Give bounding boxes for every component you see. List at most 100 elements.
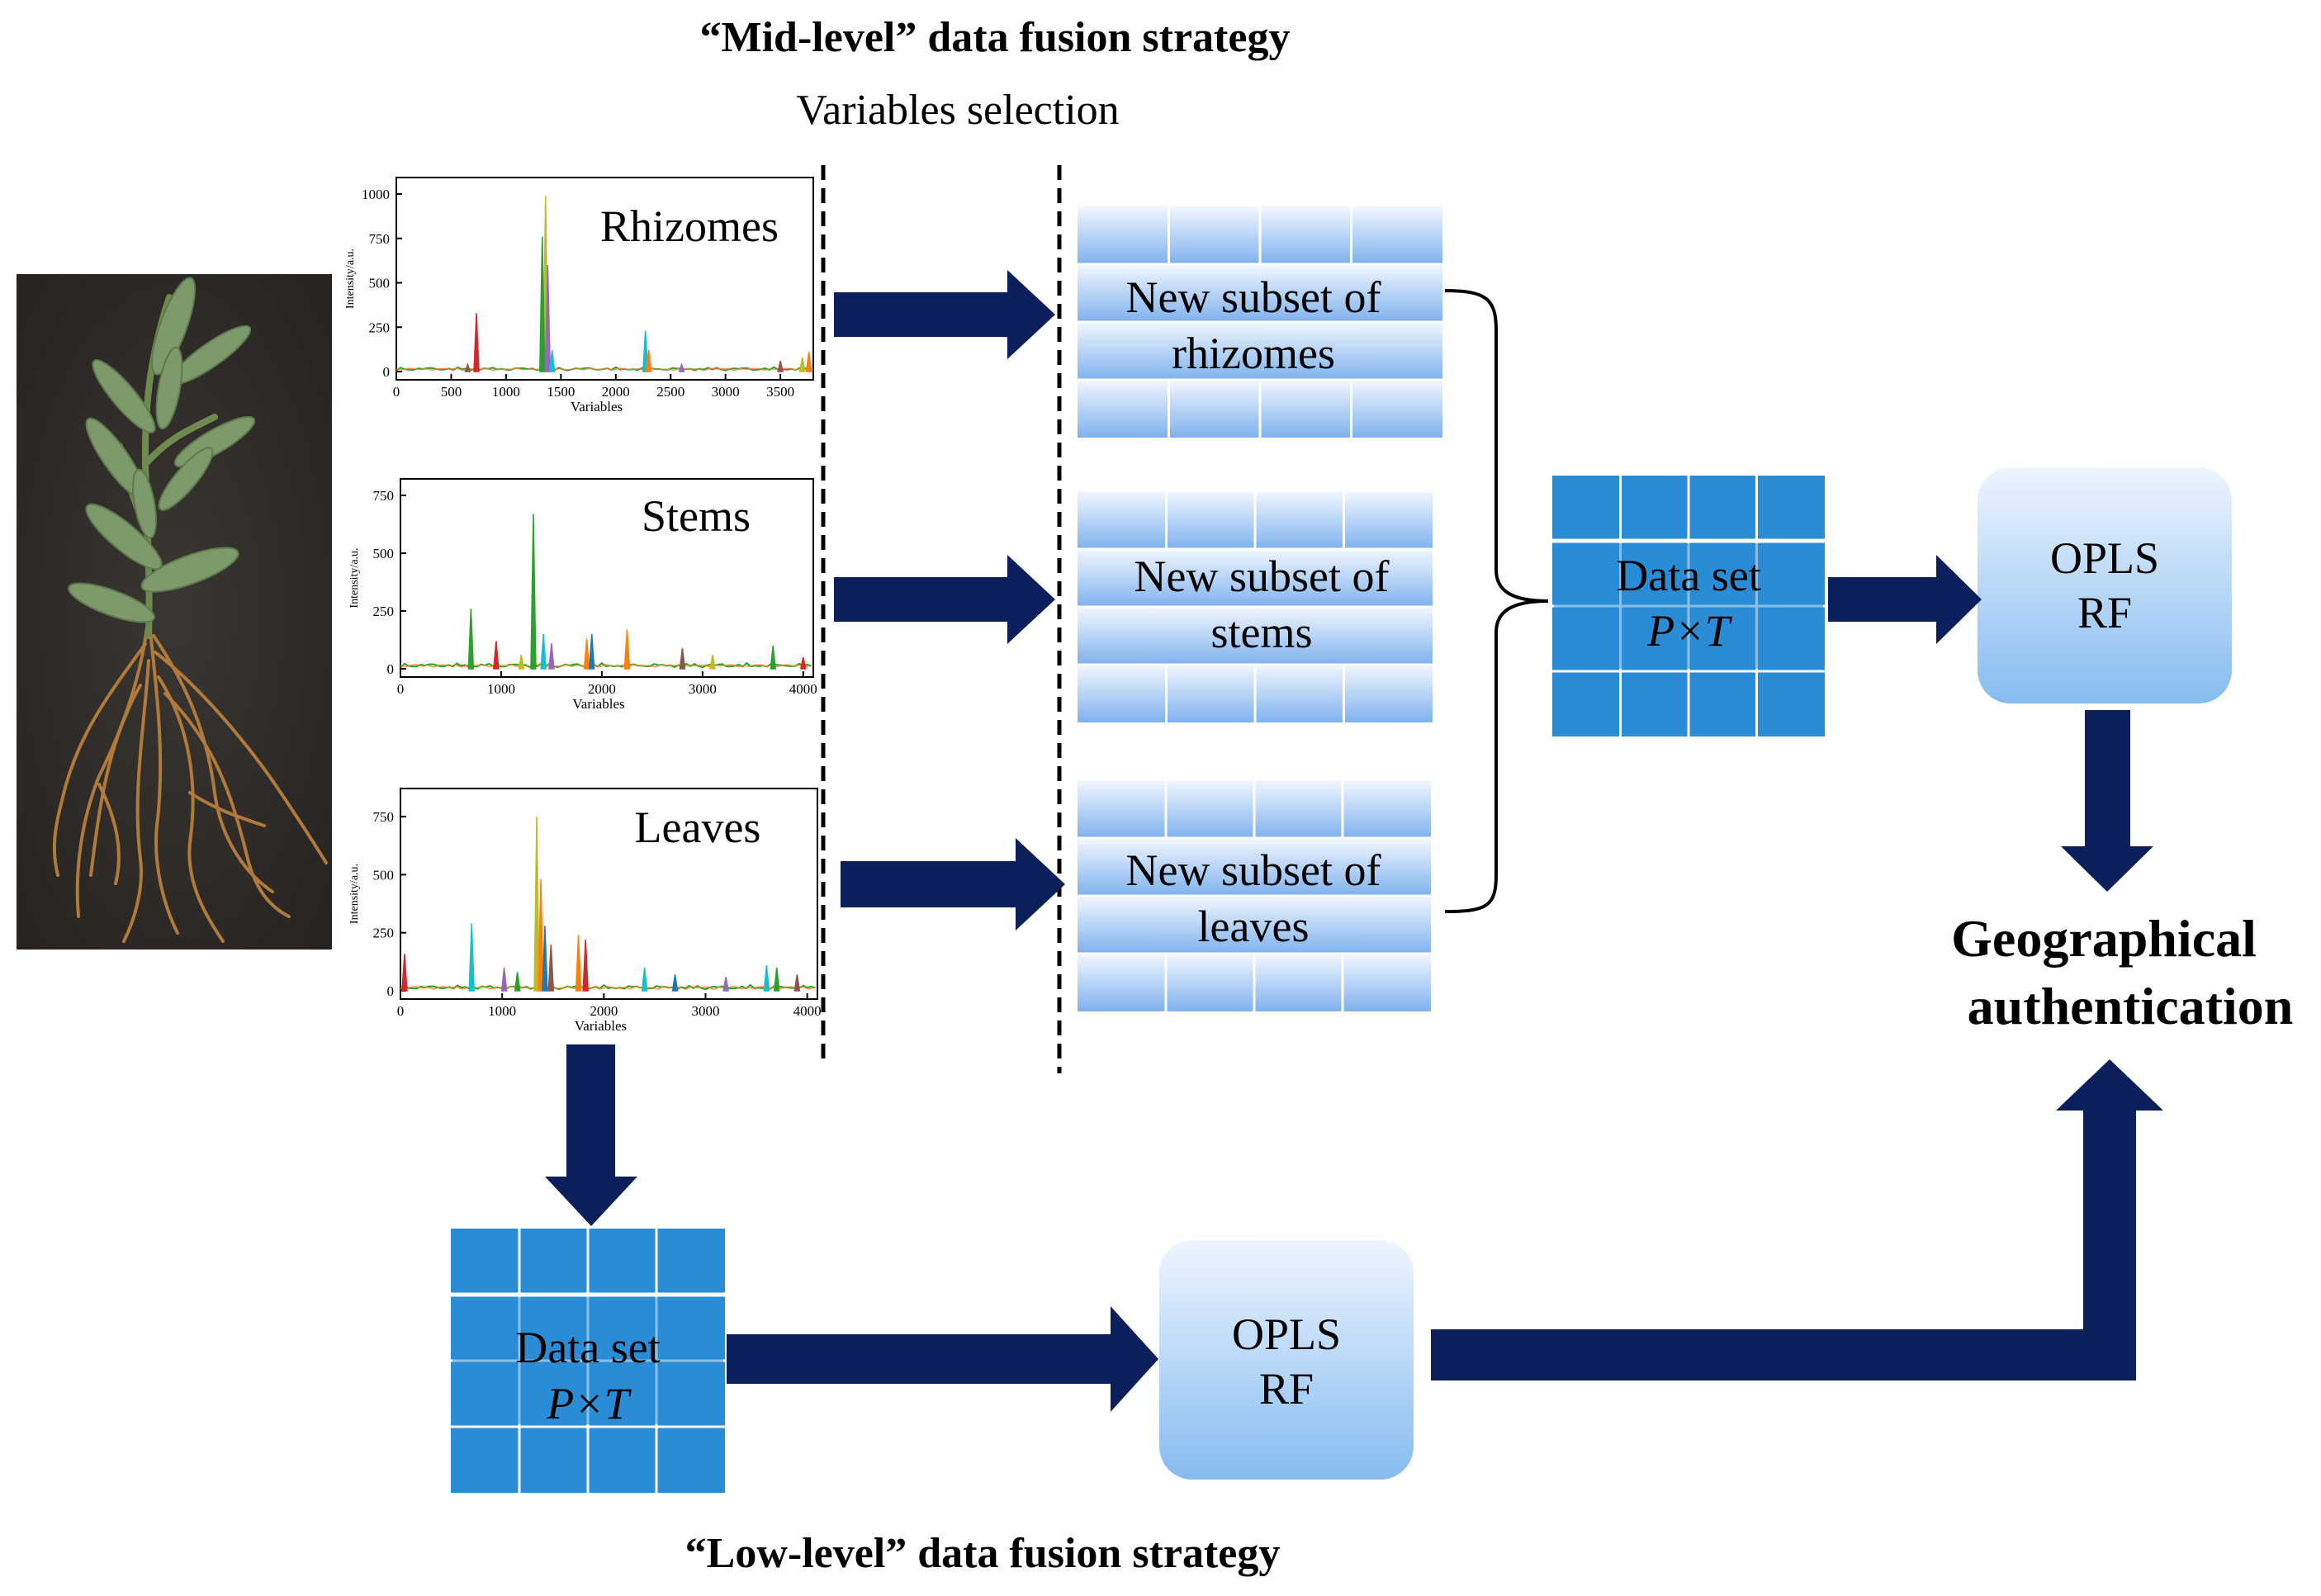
spectrum-leaves-peak bbox=[538, 879, 544, 992]
model-mid-line2: RF bbox=[2077, 588, 2132, 637]
spectrum-leaves-peak bbox=[793, 974, 801, 992]
spectrum-leaves-xtick-label: 0 bbox=[397, 1003, 405, 1019]
subset-leaves-cell bbox=[1078, 896, 1166, 954]
spectrum-leaves-xtick-label: 1000 bbox=[488, 1003, 516, 1019]
subset-stems-cell bbox=[1078, 549, 1167, 607]
subset-leaves-cell bbox=[1343, 780, 1431, 838]
spectrum-rhizomes-xtick-label: 2000 bbox=[602, 384, 630, 400]
spectrum-rhizomes-ytick-label: 750 bbox=[369, 231, 391, 247]
spectrum-stems-xtick-label: 2000 bbox=[588, 681, 616, 697]
subset-leaves-cell bbox=[1166, 838, 1254, 896]
spectrum-leaves-peak bbox=[722, 976, 730, 992]
spectrum-stems-frame bbox=[400, 478, 814, 678]
subset-stems-line2: stems bbox=[1210, 608, 1312, 657]
subset-rhizomes-cell bbox=[1078, 264, 1169, 322]
subset-leaves-cell bbox=[1166, 896, 1254, 954]
model-low-box bbox=[1159, 1240, 1414, 1480]
spectrum-stems-ytick-label: 0 bbox=[387, 661, 395, 677]
dataset-low-grid bbox=[451, 1229, 725, 1493]
subset-stems-cell bbox=[1078, 665, 1167, 722]
subset-leaves-cell bbox=[1343, 896, 1431, 954]
subset-stems-cell bbox=[1255, 491, 1344, 549]
merge-brace bbox=[1444, 289, 1549, 913]
variables-selection-label: Variables selection bbox=[796, 87, 1119, 134]
spectrum-stems-peak bbox=[540, 633, 547, 670]
subset-stems-cell bbox=[1166, 665, 1255, 722]
spectrum-leaves-peak bbox=[542, 926, 548, 992]
spectrum-rhizomes-xlabel: Variables bbox=[571, 399, 623, 414]
spectrum-leaves-peak bbox=[500, 967, 508, 992]
spectrum-rhizomes-xtick-label: 0 bbox=[393, 384, 400, 400]
spectrum-stems-xtick-label: 0 bbox=[397, 681, 405, 697]
arrow-model-mid-to-result bbox=[2061, 710, 2153, 892]
model-mid-box bbox=[1978, 467, 2232, 703]
spectrum-leaves-xlabel: Variables bbox=[575, 1018, 627, 1034]
model-low-line1: OPLS bbox=[1232, 1309, 1341, 1359]
spectrum-stems-peak bbox=[770, 645, 777, 670]
low-level-title: “Low-level” data fusion strategy bbox=[685, 1530, 1281, 1577]
subset-rhizomes-line1: New subset of bbox=[1126, 272, 1381, 322]
spectrum-leaves-peak bbox=[533, 817, 540, 992]
arrow-stems-to-subset bbox=[834, 555, 1055, 644]
subset-stems-cell bbox=[1166, 607, 1255, 665]
spectrum-stems-xtick-label: 4000 bbox=[789, 681, 817, 697]
spectrum-rhizomes-xtick-label: 1500 bbox=[547, 384, 575, 400]
spectrum-rhizomes-peak bbox=[473, 313, 480, 372]
arrow-model-low-to-result bbox=[1431, 1059, 2163, 1381]
spectrum-rhizomes-peak bbox=[538, 236, 546, 372]
subset-leaves-cell bbox=[1254, 780, 1343, 838]
subset-rhizomes-cell bbox=[1260, 380, 1352, 438]
spectrum-leaves-peak bbox=[582, 940, 589, 992]
subset-stems-cell bbox=[1166, 491, 1255, 549]
spectrum-rhizomes-peak bbox=[645, 350, 652, 372]
subset-rhizomes-cell bbox=[1168, 264, 1260, 322]
dataset-grids bbox=[451, 476, 1825, 1493]
model-low-line2: RF bbox=[1259, 1364, 1314, 1414]
spectrum-leaves-peak bbox=[468, 923, 475, 992]
spectrum-stems-peak bbox=[548, 643, 555, 670]
spectrum-leaves-ylabel: Intensity/a.u. bbox=[348, 864, 361, 924]
subset-stems-cell bbox=[1343, 549, 1433, 607]
arrow-dataset-to-model-mid bbox=[1828, 555, 1982, 644]
dataset-mid-line1: Data set bbox=[1616, 551, 1760, 600]
spectrum-leaves-peak bbox=[773, 967, 780, 992]
spectrum-rhizomes-peak bbox=[548, 350, 556, 372]
spectrum-rhizomes-ytick-label: 0 bbox=[383, 364, 391, 380]
spectrum-stems-peak bbox=[467, 609, 475, 670]
spectrum-stems-xtick-label: 1000 bbox=[487, 681, 515, 697]
spectrum-leaves-xtick-label: 2000 bbox=[590, 1003, 618, 1019]
subset-rhizomes-cell bbox=[1260, 322, 1352, 380]
subset-stems-cell bbox=[1166, 549, 1255, 607]
spectrum-stems-ylabel: Intensity/a.u. bbox=[348, 547, 361, 608]
subset-leaves-cell bbox=[1254, 896, 1343, 954]
subset-leaves-cell bbox=[1078, 838, 1166, 896]
subset-leaves-cell bbox=[1343, 954, 1431, 1011]
subset-rhizomes-cell bbox=[1351, 206, 1442, 264]
spectrum-leaves-peak bbox=[575, 935, 582, 992]
subset-stems-cell bbox=[1255, 665, 1344, 722]
spectrum-rhizomes-ytick-label: 1000 bbox=[362, 187, 390, 202]
arrow-rhizomes-to-subset bbox=[834, 270, 1055, 359]
subset-rhizomes-cell bbox=[1351, 264, 1442, 322]
spectrum-leaves-ytick-label: 500 bbox=[373, 867, 395, 883]
spectrum-rhizomes-peak bbox=[805, 352, 812, 372]
subset-rhizomes-cell bbox=[1078, 322, 1169, 380]
spectrum-label-stems: Stems bbox=[642, 491, 751, 541]
subset-rhizomes-cell bbox=[1351, 380, 1442, 438]
subset-rhizomes-cell bbox=[1168, 206, 1260, 264]
spectrum-leaves-ytick-label: 750 bbox=[373, 809, 395, 825]
subset-rhizomes-cell bbox=[1260, 206, 1352, 264]
spectrum-leaves-ytick-label: 0 bbox=[387, 983, 395, 999]
spectrum-leaves-peak bbox=[641, 967, 648, 992]
spectrum-label-rhizomes: Rhizomes bbox=[600, 201, 779, 251]
dataset-mid-grid bbox=[1552, 476, 1825, 736]
subset-leaves-cell bbox=[1166, 780, 1254, 838]
dataset-low-label-band bbox=[452, 1297, 723, 1424]
subset-leaves-line1: New subset of bbox=[1126, 845, 1381, 895]
subset-rhizomes-cell bbox=[1168, 380, 1260, 438]
spectrum-rhizomes-xtick-label: 500 bbox=[441, 384, 462, 400]
spectrum-leaves-xtick-label: 3000 bbox=[692, 1003, 720, 1019]
